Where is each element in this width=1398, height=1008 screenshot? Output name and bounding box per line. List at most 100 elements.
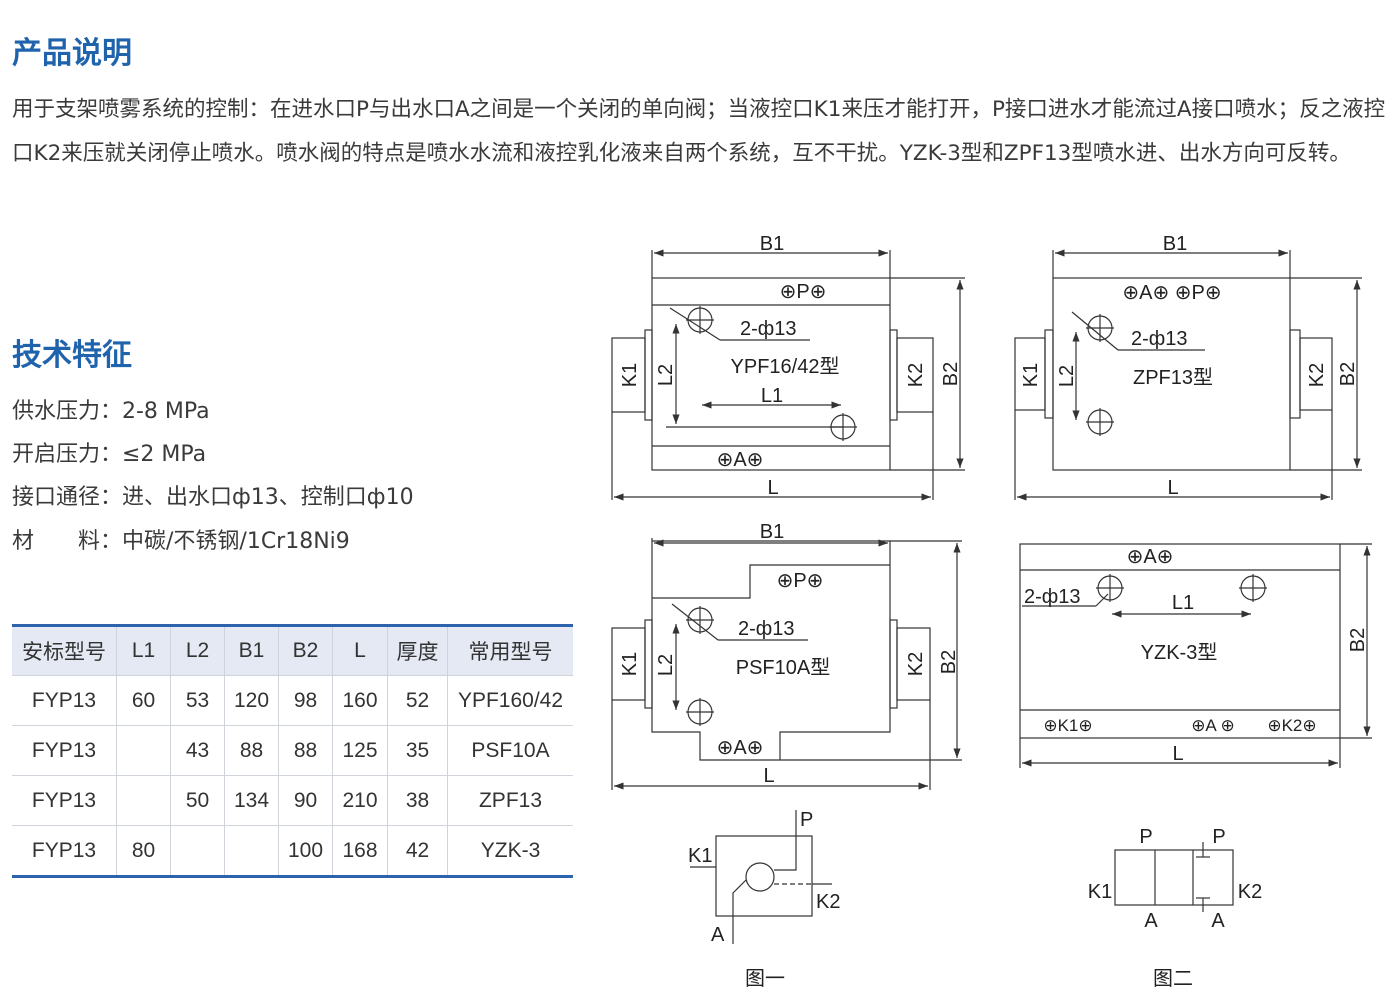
table-cell: 160 — [332, 675, 388, 726]
port-k2-label: K2 — [816, 891, 840, 913]
table-cell: 35 — [387, 725, 448, 776]
dim-l-label: L — [1167, 477, 1178, 499]
diagram-yzk3: ⊕A⊕ 2-ф13 L1 YZK-3型 ⊕K1⊕ ⊕A ⊕ ⊕K2⊕ L B2 — [1019, 543, 1372, 768]
table-header: 厚度 — [387, 625, 448, 676]
table-cell: 80 — [116, 825, 171, 877]
dim-l2-label: L2 — [655, 364, 677, 386]
table-cell: PSF10A — [447, 725, 573, 776]
port-k1-label: K1 — [1020, 363, 1042, 387]
figure-1-caption: 图一 — [745, 968, 785, 990]
diagram-psf10a: B1 ⊕P⊕ 2-ф13 PSF10A型 ⊕A⊕ L L2 K1 K2 B2 — [611, 521, 962, 790]
dim-l-label: L — [1172, 743, 1183, 765]
table-cell: FYP13 — [12, 775, 117, 826]
table-cell: FYP13 — [12, 675, 117, 726]
port-k1-label: K1 — [619, 363, 641, 387]
model-label: ZPF13型 — [1133, 366, 1213, 389]
table-cell: ZPF13 — [447, 775, 573, 826]
dim-b1-label: B1 — [760, 521, 784, 543]
table-header: L1 — [116, 625, 171, 676]
product-description-title: 产品说明 — [12, 36, 132, 71]
schematic-2: P P K1 K2 A A 图二 — [1088, 826, 1262, 990]
table-cell: 43 — [170, 725, 225, 776]
dim-b2-label: B2 — [1337, 362, 1359, 386]
table-header: L2 — [170, 625, 225, 676]
table-header: L — [332, 625, 388, 676]
spec-supply-pressure: 供水压力：2-8 MPa — [12, 399, 210, 424]
hole-label: 2-ф13 — [738, 618, 794, 640]
table-cell — [116, 775, 171, 826]
table-cell — [170, 825, 225, 877]
dim-b2-label: B2 — [1347, 628, 1369, 652]
table-cell: 134 — [224, 775, 279, 826]
schematic-1: P K1 K2 A 图一 — [688, 809, 840, 990]
table-cell: 125 — [332, 725, 388, 776]
table-cell: 90 — [278, 775, 333, 826]
model-label: PSF10A型 — [736, 656, 830, 679]
dim-l1-label: L1 — [761, 385, 783, 407]
table-cell: FYP13 — [12, 825, 117, 877]
spec-port-diameter: 接口通径：进、出水口ф13、控制口ф10 — [12, 485, 414, 510]
table-cell: 60 — [116, 675, 171, 726]
port-a-label: ⊕A⊕ — [717, 737, 764, 759]
dim-l-label: L — [763, 765, 774, 787]
model-label: YPF16/42型 — [731, 355, 840, 378]
port-k1-label: ⊕K1⊕ — [1043, 716, 1092, 735]
table-cell: YZK-3 — [447, 825, 573, 877]
table-header: B1 — [224, 625, 279, 676]
dim-l2-label: L2 — [1056, 365, 1078, 387]
spec-opening-pressure: 开启压力：≤2 MPa — [12, 442, 207, 467]
table-header: 常用型号 — [447, 625, 573, 676]
port-p-label: ⊕P⊕ — [777, 570, 824, 592]
dim-b2-label: B2 — [940, 362, 962, 386]
table-header-row: 安标型号 L1 L2 B1 B2 L 厚度 常用型号 — [12, 625, 573, 676]
dim-l-label: L — [767, 477, 778, 499]
technical-features-title: 技术特征 — [12, 338, 132, 373]
table-cell — [224, 825, 279, 877]
port-k2-label: ⊕K2⊕ — [1267, 716, 1316, 735]
port-k2-label: K2 — [905, 363, 927, 387]
table-cell: 168 — [332, 825, 388, 877]
table-cell: YPF160/42 — [447, 675, 573, 726]
dim-b2-label: B2 — [938, 650, 960, 674]
hole-label: 2-ф13 — [1131, 328, 1187, 350]
dim-b1-label: B1 — [760, 233, 784, 255]
diagram-ypf16-42: B1 ⊕P⊕ 2-ф13 YPF16/42型 L1 ⊕A⊕ L L2 K1 K2… — [611, 233, 965, 501]
port-k2-label: K2 — [1238, 881, 1262, 903]
spec-material: 材 料：中碳/不锈钢/1Cr18Ni9 — [12, 529, 350, 554]
table-cell: 50 — [170, 775, 225, 826]
port-p-label: ⊕P⊕ — [780, 281, 827, 303]
table-cell: 88 — [278, 725, 333, 776]
table-cell: 210 — [332, 775, 388, 826]
product-description-text: 用于支架喷雾系统的控制：在进水口P与出水口A之间是一个关闭的单向阀；当液控口K1… — [12, 97, 1386, 166]
dim-l1-label: L1 — [1172, 592, 1194, 614]
table-header: 安标型号 — [12, 625, 117, 676]
port-a2-label: A — [1211, 910, 1225, 932]
port-k2-label: K2 — [1306, 363, 1328, 387]
port-k1-label: K1 — [1088, 881, 1112, 903]
table-cell: 53 — [170, 675, 225, 726]
model-label: YZK-3型 — [1141, 641, 1218, 664]
port-a-label: ⊕A⊕ — [717, 449, 764, 471]
port-k1-label: K1 — [688, 845, 712, 867]
table-cell — [116, 725, 171, 776]
table-cell: FYP13 — [12, 725, 117, 776]
hole-label: 2-ф13 — [1024, 586, 1080, 608]
port-a-label: A — [711, 924, 725, 946]
table-cell: 42 — [387, 825, 448, 877]
table-header: B2 — [278, 625, 333, 676]
port-ap-label: ⊕A⊕ ⊕P⊕ — [1122, 282, 1221, 304]
table-cell: 88 — [224, 725, 279, 776]
port-p1-label: P — [1139, 826, 1152, 848]
port-a-label: ⊕A ⊕ — [1191, 716, 1235, 735]
port-k1-label: K1 — [619, 652, 641, 676]
port-a1-label: A — [1144, 910, 1158, 932]
table-cell: 100 — [278, 825, 333, 877]
table-cell: 120 — [224, 675, 279, 726]
table-cell: 98 — [278, 675, 333, 726]
